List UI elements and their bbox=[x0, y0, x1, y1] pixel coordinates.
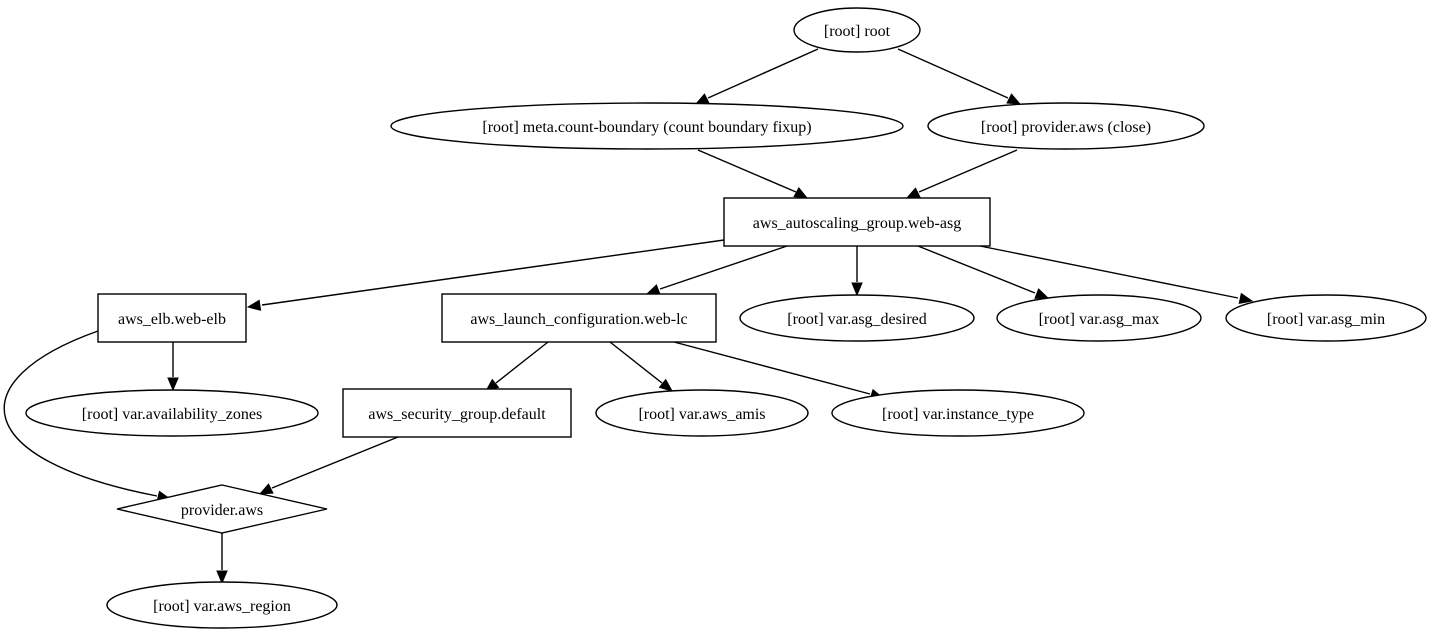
node-itype: [root] var.instance_type bbox=[831, 389, 1085, 437]
node-label: [root] var.aws_amis bbox=[638, 406, 765, 423]
edge-elb-to-zones bbox=[167, 342, 179, 392]
node-root: [root] root bbox=[793, 7, 921, 53]
edge-asg-to-desired bbox=[851, 246, 863, 297]
node-label: aws_security_group.default bbox=[368, 406, 546, 423]
node-elb: aws_elb.web-elb bbox=[97, 293, 247, 343]
node-label: provider.aws bbox=[181, 502, 263, 519]
node-box bbox=[97, 293, 247, 343]
node-ellipse bbox=[831, 389, 1085, 437]
edge-line bbox=[609, 341, 663, 384]
arrow-head bbox=[793, 186, 809, 199]
edge-line bbox=[271, 436, 399, 489]
edge-asg-to-lc bbox=[645, 245, 788, 295]
node-ellipse bbox=[106, 581, 338, 629]
node-asg: aws_autoscaling_group.web-asg bbox=[723, 197, 991, 247]
edge-provclose-to-asg bbox=[905, 149, 1018, 199]
node-label: aws_autoscaling_group.web-asg bbox=[753, 215, 961, 232]
node-provclose: [root] provider.aws (close) bbox=[927, 102, 1205, 150]
edge-line bbox=[673, 341, 871, 395]
node-ellipse bbox=[595, 389, 809, 437]
arrow-head bbox=[246, 299, 262, 311]
edge-sg-to-prov bbox=[258, 436, 399, 495]
edge-line bbox=[3, 330, 158, 497]
edge-lc-to-sg bbox=[484, 341, 549, 392]
edge-line bbox=[659, 245, 788, 290]
arrow-head bbox=[694, 93, 710, 105]
node-desired: [root] var.asg_desired bbox=[739, 294, 975, 342]
node-region: [root] var.aws_region bbox=[106, 581, 338, 629]
nodes-layer: [root] root [root] meta.count-boundary (c… bbox=[25, 7, 1427, 629]
node-label: [root] root bbox=[824, 23, 891, 40]
node-meta: [root] meta.count-boundary (count bounda… bbox=[390, 102, 904, 150]
edge-line bbox=[261, 239, 725, 306]
node-max: [root] var.asg_max bbox=[996, 294, 1202, 342]
edge-root-to-provclose bbox=[897, 48, 1022, 105]
node-box bbox=[342, 388, 572, 438]
arrow-head bbox=[258, 483, 274, 495]
edge-asg-to-elb bbox=[246, 239, 725, 311]
arrow-head bbox=[216, 570, 228, 585]
arrow-head bbox=[905, 187, 921, 199]
edge-prov-to-region bbox=[216, 533, 228, 585]
edges-layer bbox=[3, 48, 1254, 585]
node-label: aws_elb.web-elb bbox=[118, 311, 226, 328]
node-lc: aws_launch_configuration.web-lc bbox=[441, 293, 717, 343]
node-ellipse bbox=[390, 102, 904, 150]
node-label: [root] var.availability_zones bbox=[82, 406, 262, 423]
node-ellipse bbox=[1225, 294, 1427, 342]
edge-line bbox=[979, 245, 1239, 299]
edge-asg-to-min bbox=[979, 245, 1254, 305]
node-zones: [root] var.availability_zones bbox=[25, 389, 319, 437]
edge-lc-to-amis bbox=[609, 341, 674, 392]
edge-line bbox=[707, 48, 819, 99]
node-label: [root] var.asg_max bbox=[1039, 311, 1160, 328]
node-label: [root] var.asg_desired bbox=[787, 311, 927, 328]
arrow-head bbox=[1238, 292, 1254, 305]
edge-asg-to-max bbox=[917, 245, 1050, 299]
node-min: [root] var.asg_min bbox=[1225, 294, 1427, 342]
edge-line bbox=[897, 48, 1009, 99]
node-ellipse bbox=[996, 294, 1202, 342]
arrow-head bbox=[645, 284, 661, 295]
arrow-head bbox=[1006, 93, 1022, 105]
node-label: [root] var.aws_region bbox=[153, 598, 291, 615]
node-box bbox=[441, 293, 717, 343]
node-label: [root] var.asg_min bbox=[1267, 311, 1385, 328]
node-sg: aws_security_group.default bbox=[342, 388, 572, 438]
node-label: aws_launch_configuration.web-lc bbox=[470, 311, 687, 328]
arrow-head bbox=[658, 378, 674, 392]
edge-line bbox=[917, 245, 1036, 294]
node-label: [root] provider.aws (close) bbox=[981, 119, 1151, 136]
node-prov: provider.aws bbox=[116, 484, 328, 534]
edge-line bbox=[918, 149, 1018, 193]
edge-line bbox=[697, 149, 797, 193]
node-ellipse bbox=[793, 7, 921, 53]
edge-line bbox=[495, 341, 549, 384]
node-amis: [root] var.aws_amis bbox=[595, 389, 809, 437]
node-ellipse bbox=[927, 102, 1205, 150]
arrow-head bbox=[851, 282, 863, 297]
node-ellipse bbox=[25, 389, 319, 437]
edge-meta-to-asg bbox=[697, 149, 809, 199]
edge-root-to-meta bbox=[694, 48, 819, 105]
node-diamond bbox=[116, 484, 328, 534]
node-ellipse bbox=[739, 294, 975, 342]
arrow-head bbox=[1034, 288, 1050, 299]
node-box bbox=[723, 197, 991, 247]
node-label: [root] meta.count-boundary (count bounda… bbox=[482, 119, 811, 136]
node-label: [root] var.instance_type bbox=[882, 406, 1034, 423]
arrow-head bbox=[167, 377, 179, 392]
